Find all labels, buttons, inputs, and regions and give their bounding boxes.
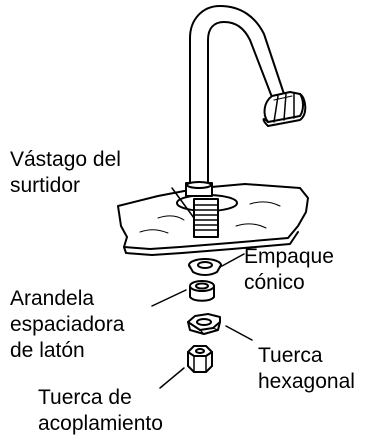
label-cone-gasket: Empaque cónico [244, 244, 334, 296]
leader-spout-shank [171, 187, 195, 219]
label-brass-spacer-line-3: de latón [10, 339, 85, 362]
label-brass-spacer-line-1: Arandela [10, 287, 95, 310]
label-cone-gasket-line-1: Empaque [244, 245, 334, 268]
hex-nut [187, 313, 221, 335]
label-brass-spacer-line-2: espaciadora [10, 313, 125, 336]
coupling-nut [187, 345, 213, 373]
label-spout-shank: Vástago del surtidor [10, 147, 121, 199]
label-coupling-nut: Tuerca de acoplamiento [38, 385, 163, 437]
aerator-head [262, 91, 307, 127]
label-cone-gasket-line-2: cónico [244, 271, 305, 294]
label-brass-spacer: Arandela espaciadora de latón [10, 286, 124, 364]
brass-spacer-washer [189, 280, 215, 302]
label-spout-shank-line-2: surtidor [10, 174, 81, 197]
leader-lines [151, 187, 253, 389]
leader-hex-nut [225, 325, 253, 341]
label-spout-shank-line-1: Vástago del [10, 148, 121, 171]
label-coupling-nut-line-2: acoplamiento [38, 412, 163, 435]
label-hex-nut-line-1: Tuerca [258, 344, 323, 367]
leader-brass-spacer [151, 289, 187, 307]
cone-gasket [188, 258, 222, 276]
leader-cone-gasket [221, 253, 245, 267]
label-coupling-nut-line-1: Tuerca de [38, 386, 132, 409]
leader-coupling-nut [159, 367, 185, 389]
label-hex-nut-line-2: hexagonal [258, 370, 355, 393]
threaded-shank [193, 198, 219, 238]
label-hex-nut: Tuerca hexagonal [258, 343, 355, 395]
